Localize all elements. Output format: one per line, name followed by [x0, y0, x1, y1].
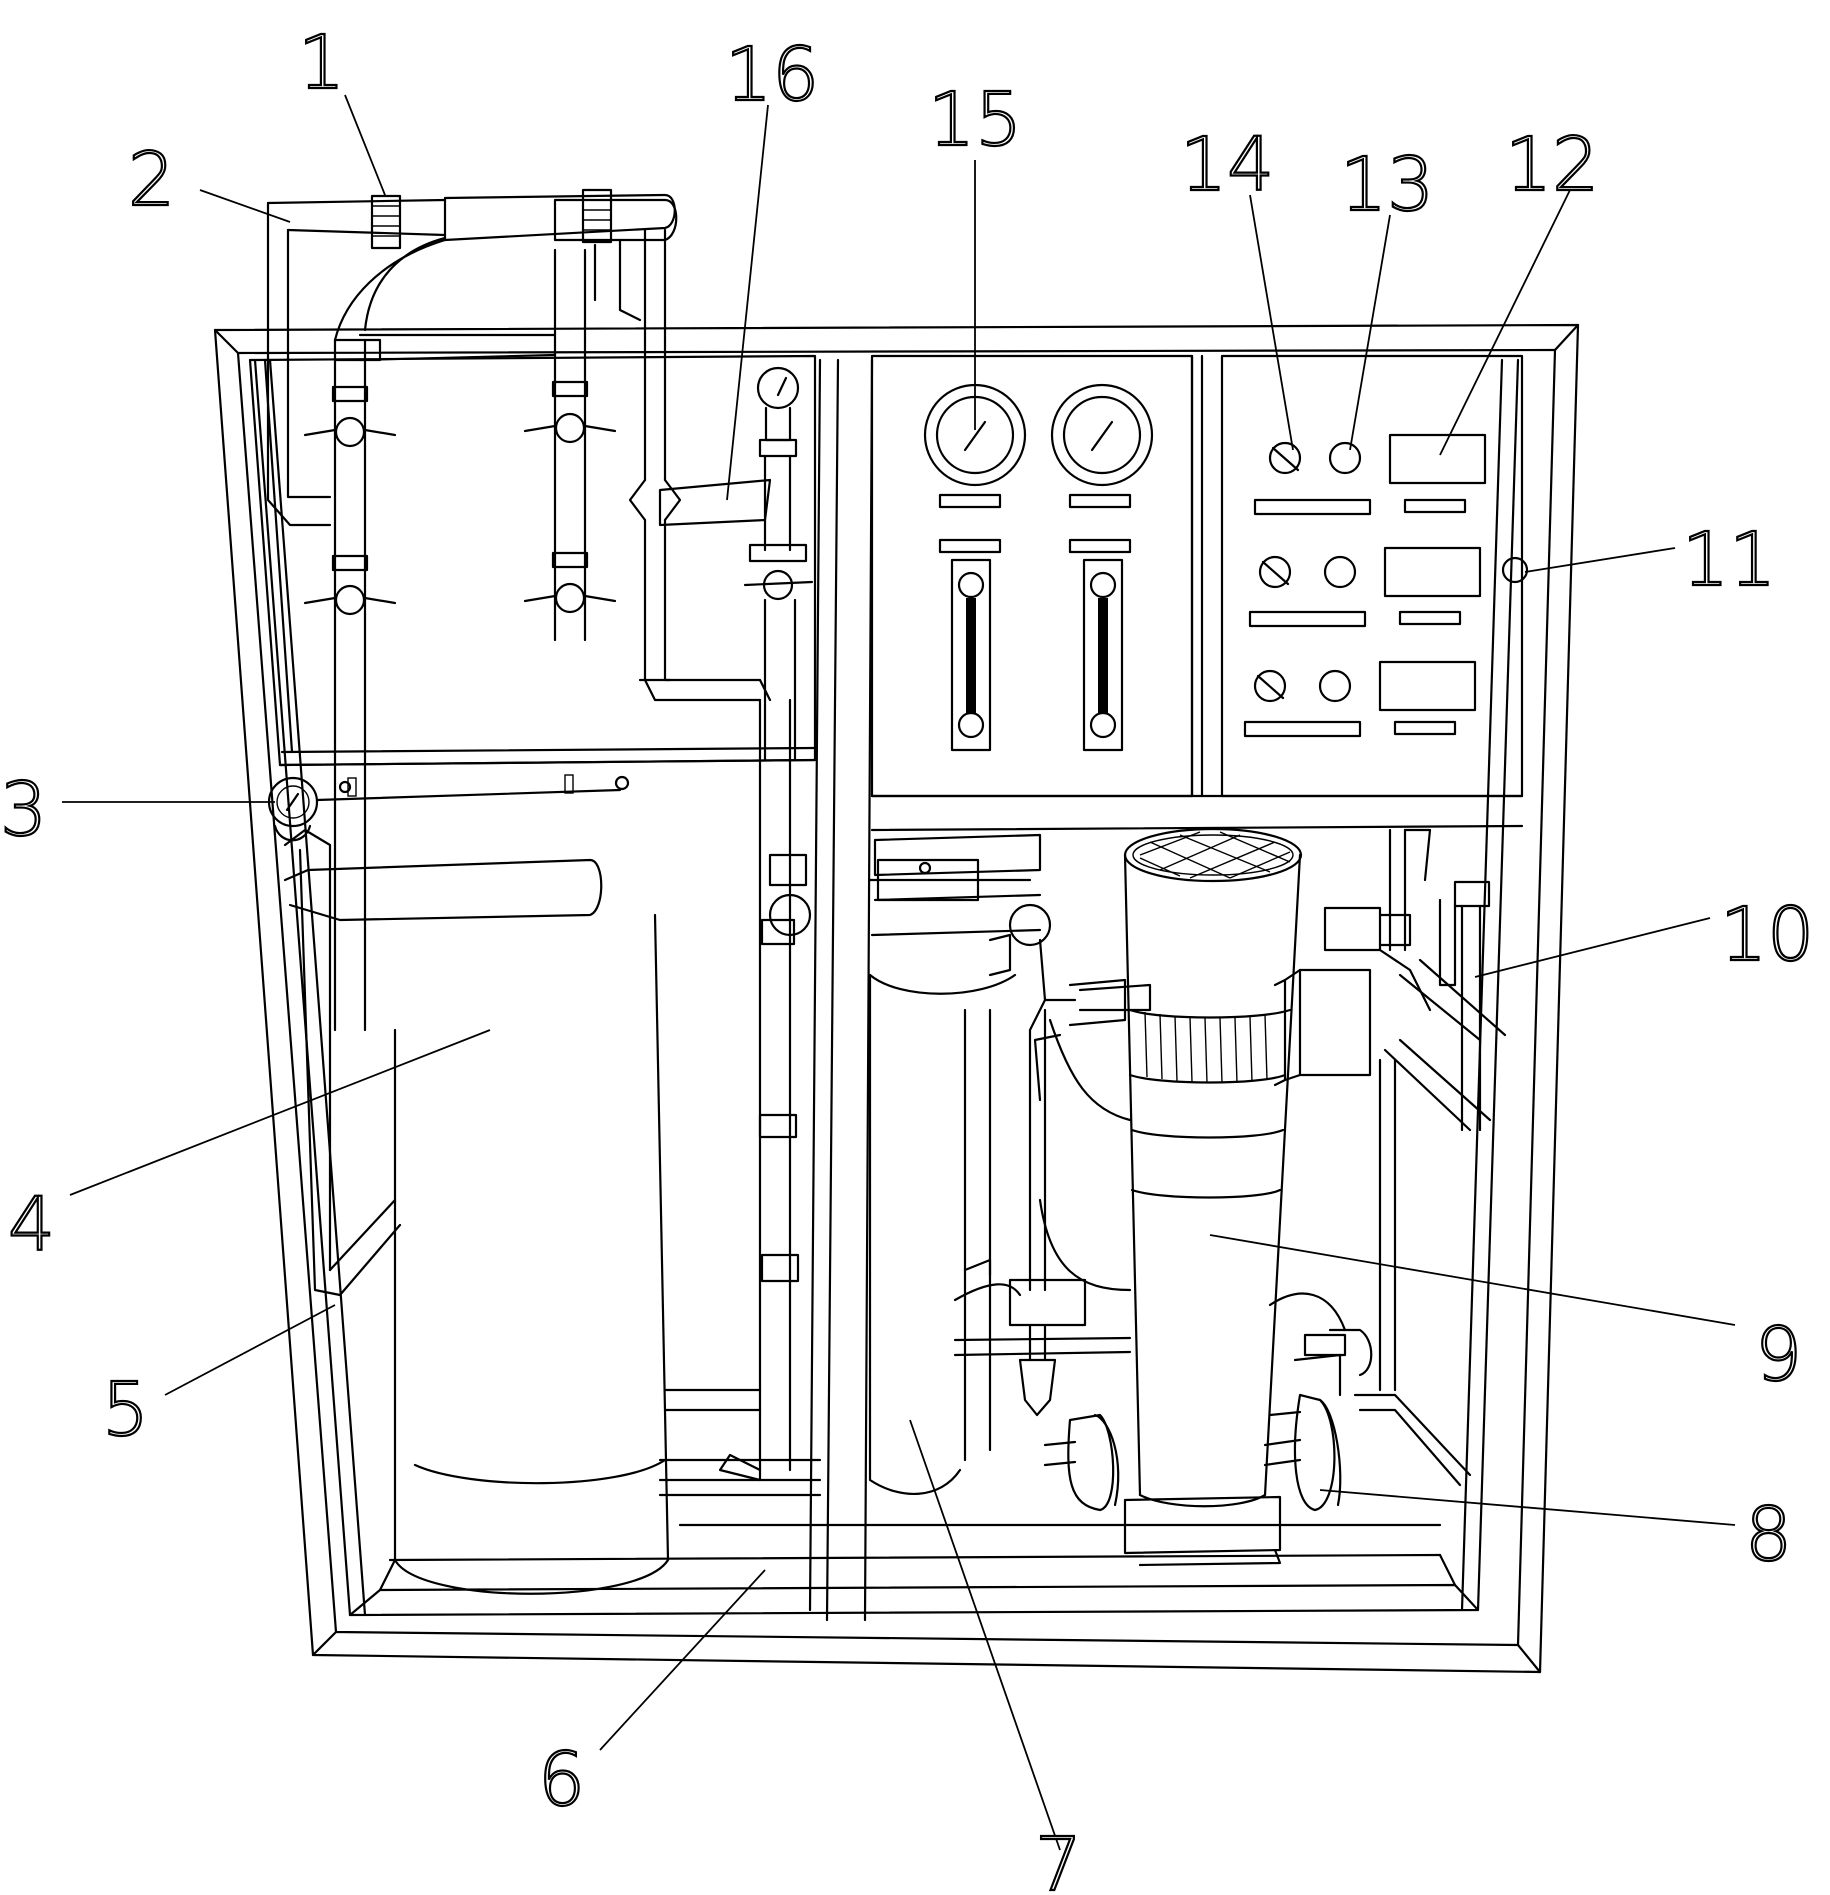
label-13: 13	[1340, 142, 1434, 228]
label-15: 15	[928, 77, 1022, 163]
middle-piping	[953, 938, 1152, 1417]
drain-pipe-5	[283, 828, 402, 1297]
label-11: 11	[1682, 517, 1776, 603]
top-pressure-gauge	[743, 366, 814, 762]
label-5: 5	[102, 1367, 149, 1453]
label-2: 2	[128, 137, 175, 223]
callout-labels: 1 2 3 4 5 6 7 8 9 10 11 12 13 14 15 16	[0, 19, 1815, 1895]
label-7: 7	[1035, 1822, 1082, 1895]
label-10: 10	[1720, 892, 1814, 978]
pump-8	[1043, 1292, 1373, 1512]
right-piping-10	[1323, 828, 1507, 1487]
label-16: 16	[725, 32, 819, 118]
base-rails	[348, 1388, 1480, 1617]
control-panel	[870, 354, 1529, 832]
label-6: 6	[538, 1737, 585, 1823]
label-14: 14	[1180, 122, 1274, 208]
label-1: 1	[298, 20, 345, 106]
flowmeter-panel-15	[870, 354, 1194, 798]
label-9: 9	[1755, 1312, 1802, 1398]
label-3: 3	[0, 767, 47, 853]
filter-tank-4	[393, 913, 670, 1595]
upper-back-panel	[248, 354, 817, 767]
label-8: 8	[1745, 1492, 1792, 1578]
top-piping	[266, 188, 772, 1032]
label-12: 12	[1505, 122, 1599, 208]
leader-lines	[62, 94, 1736, 1851]
label-4: 4	[8, 1182, 55, 1268]
pressure-gauge-3	[267, 774, 630, 842]
outer-frame	[213, 323, 1580, 1674]
cartridge-filter-7	[868, 833, 1052, 1496]
membrane-housing-9	[1033, 827, 1372, 1567]
membrane-ribbing	[1144, 1011, 1268, 1084]
centre-post	[718, 358, 874, 1622]
